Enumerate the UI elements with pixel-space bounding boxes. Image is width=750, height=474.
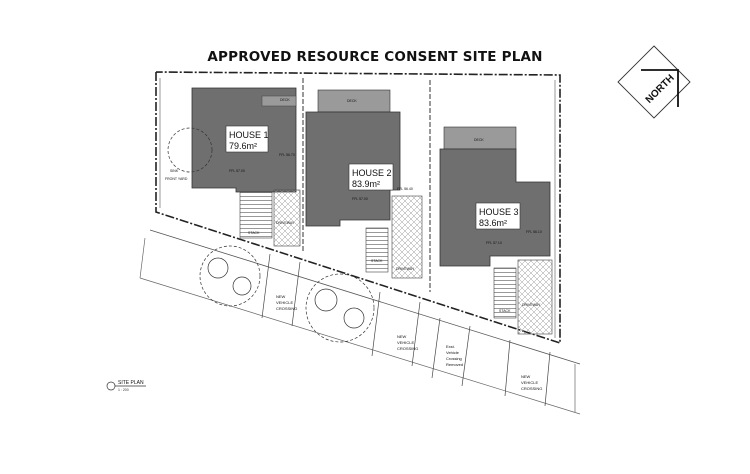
crossing-2-line-2: VEHICLE [397, 340, 414, 345]
north-arrow: NORTH [617, 45, 691, 119]
house-3-area: 83.6m² [479, 218, 507, 228]
house-2-driveway: DRIVEWAY [396, 267, 415, 271]
house-3-name: HOUSE 3 [479, 207, 519, 217]
street [139, 229, 581, 415]
house-1-ffl-a: FFL 56.70 [279, 153, 295, 157]
house-1-ffl-b: FFL 57.00 [229, 169, 245, 173]
house-3-deck: DECK [474, 138, 484, 142]
house-2-name: HOUSE 2 [352, 168, 392, 178]
vehicle-crossings [261, 253, 551, 407]
house-1-deck: DECK [280, 98, 290, 102]
house-3-driveway: DRIVEWAY [522, 303, 541, 307]
existing-crossing-line-1: Exst. [446, 344, 455, 349]
site-plan-scale: 1 : 200 [118, 388, 129, 392]
site-plan-label: SITE PLAN [118, 380, 144, 386]
house-2-ffl-a: FFL 56.40 [397, 187, 413, 191]
crossing-2-line-3: CROSSING [397, 346, 418, 351]
site-boundary [155, 71, 561, 345]
house-2-ffl-b: FFL 57.00 [352, 197, 368, 201]
house-3-ffl-a: FFL 56.10 [526, 230, 542, 234]
house-3: HOUSE 3 83.6m² DECK FFL 56.10 FFL 57.10 … [439, 126, 553, 335]
street-trees [167, 127, 375, 343]
house-1: HOUSE 1 79.6m² DECK FFL 56.70 FFL 57.00 … [165, 87, 301, 247]
crossing-3-line-3: CROSSING [521, 386, 542, 391]
crossing-1-line-2: VEHICLE [276, 300, 293, 305]
existing-crossing-line-3: Crossing [446, 356, 462, 361]
existing-crossing-line-4: Removed [446, 362, 463, 367]
house-2-area: 83.9m² [352, 179, 380, 189]
house-3-stack: STACK [499, 309, 511, 313]
house-2-deck: DECK [347, 99, 357, 103]
site-plan-caption: SITE PLAN 1 : 200 [106, 380, 146, 392]
plan-title: APPROVED RESOURCE CONSENT SITE PLAN [207, 49, 543, 65]
house-1-name: HOUSE 1 [229, 130, 269, 140]
existing-crossing-line-2: Vehicle [446, 350, 460, 355]
crossing-1-line-1: NEW [276, 294, 286, 299]
house-2: HOUSE 2 83.9m² DECK FFL 56.40 FFL 57.00 … [305, 89, 423, 279]
house-1-sink: SINK [170, 169, 179, 173]
crossing-3-line-1: NEW [521, 374, 531, 379]
crossing-3-line-2: VEHICLE [521, 380, 538, 385]
house-1-area: 79.6m² [229, 141, 257, 151]
house-2-stack: STACK [371, 259, 383, 263]
crossing-1-line-3: CROSSING [276, 306, 297, 311]
house-1-driveway: DRIVEWAY [276, 221, 295, 225]
house-1-stack: STACK [248, 231, 260, 235]
house-1-front-yard: FRONT YARD [165, 177, 188, 181]
crossing-2-line-1: NEW [397, 334, 407, 339]
house-3-ffl-b: FFL 57.10 [486, 241, 502, 245]
